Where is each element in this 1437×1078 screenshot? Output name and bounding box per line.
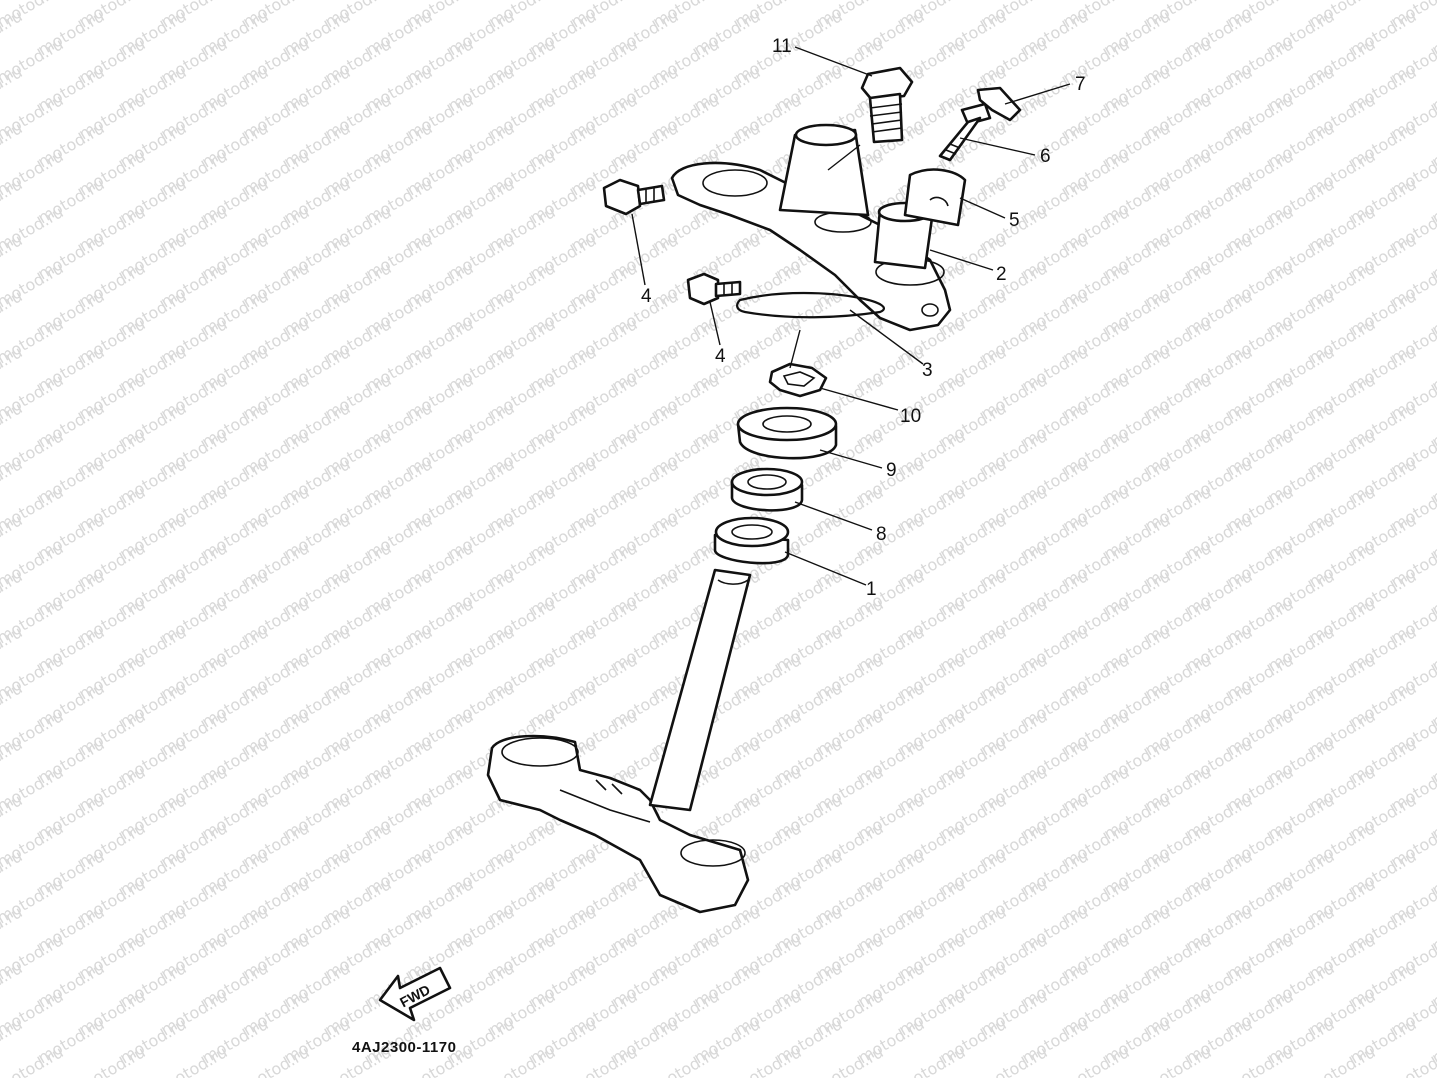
watermark-text: motod.ru (568, 1042, 641, 1078)
callout-8: 8 (876, 524, 887, 545)
callout-7: 7 (1075, 74, 1086, 95)
watermark-text: motod.ru (1224, 1042, 1297, 1078)
watermark-text: motod.ru (1060, 1042, 1133, 1078)
callout-4-lower: 4 (715, 346, 726, 367)
watermark-text: motod.ru (76, 1042, 149, 1078)
watermark-text: motod.ru (1388, 1042, 1437, 1078)
figure-code: 4AJ2300-1170 (352, 1039, 456, 1056)
handlebar-holder (903, 168, 967, 227)
callout-11: 11 (772, 36, 792, 57)
watermark-text: motod.ru (240, 1042, 313, 1078)
watermark-text: motod.ru (1142, 1042, 1215, 1078)
watermark-text: motod.ru (158, 1042, 231, 1078)
watermark-text: motod.ru (650, 1042, 723, 1078)
callout-3: 3 (922, 360, 933, 381)
watermark-text: motod.ru (0, 1042, 67, 1078)
callout-4-upper: 4 (641, 286, 652, 307)
callout-9: 9 (886, 460, 897, 481)
watermark-text: motod.ru (732, 1042, 805, 1078)
callout-10: 10 (900, 406, 921, 427)
watermark-text: motod.ru (814, 1042, 887, 1078)
callout-1: 1 (866, 579, 877, 600)
watermark-text: motod.ru (896, 1042, 969, 1078)
watermark-text: motod.ru (1306, 1042, 1379, 1078)
bearing-upper (730, 467, 804, 512)
bearing-lower (713, 516, 790, 565)
watermark-text: motod.ru (978, 1042, 1051, 1078)
callout-2: 2 (996, 264, 1007, 285)
watermark-text: motod.ru (486, 1042, 559, 1078)
callout-6: 6 (1040, 146, 1051, 167)
callout-5: 5 (1009, 210, 1020, 231)
